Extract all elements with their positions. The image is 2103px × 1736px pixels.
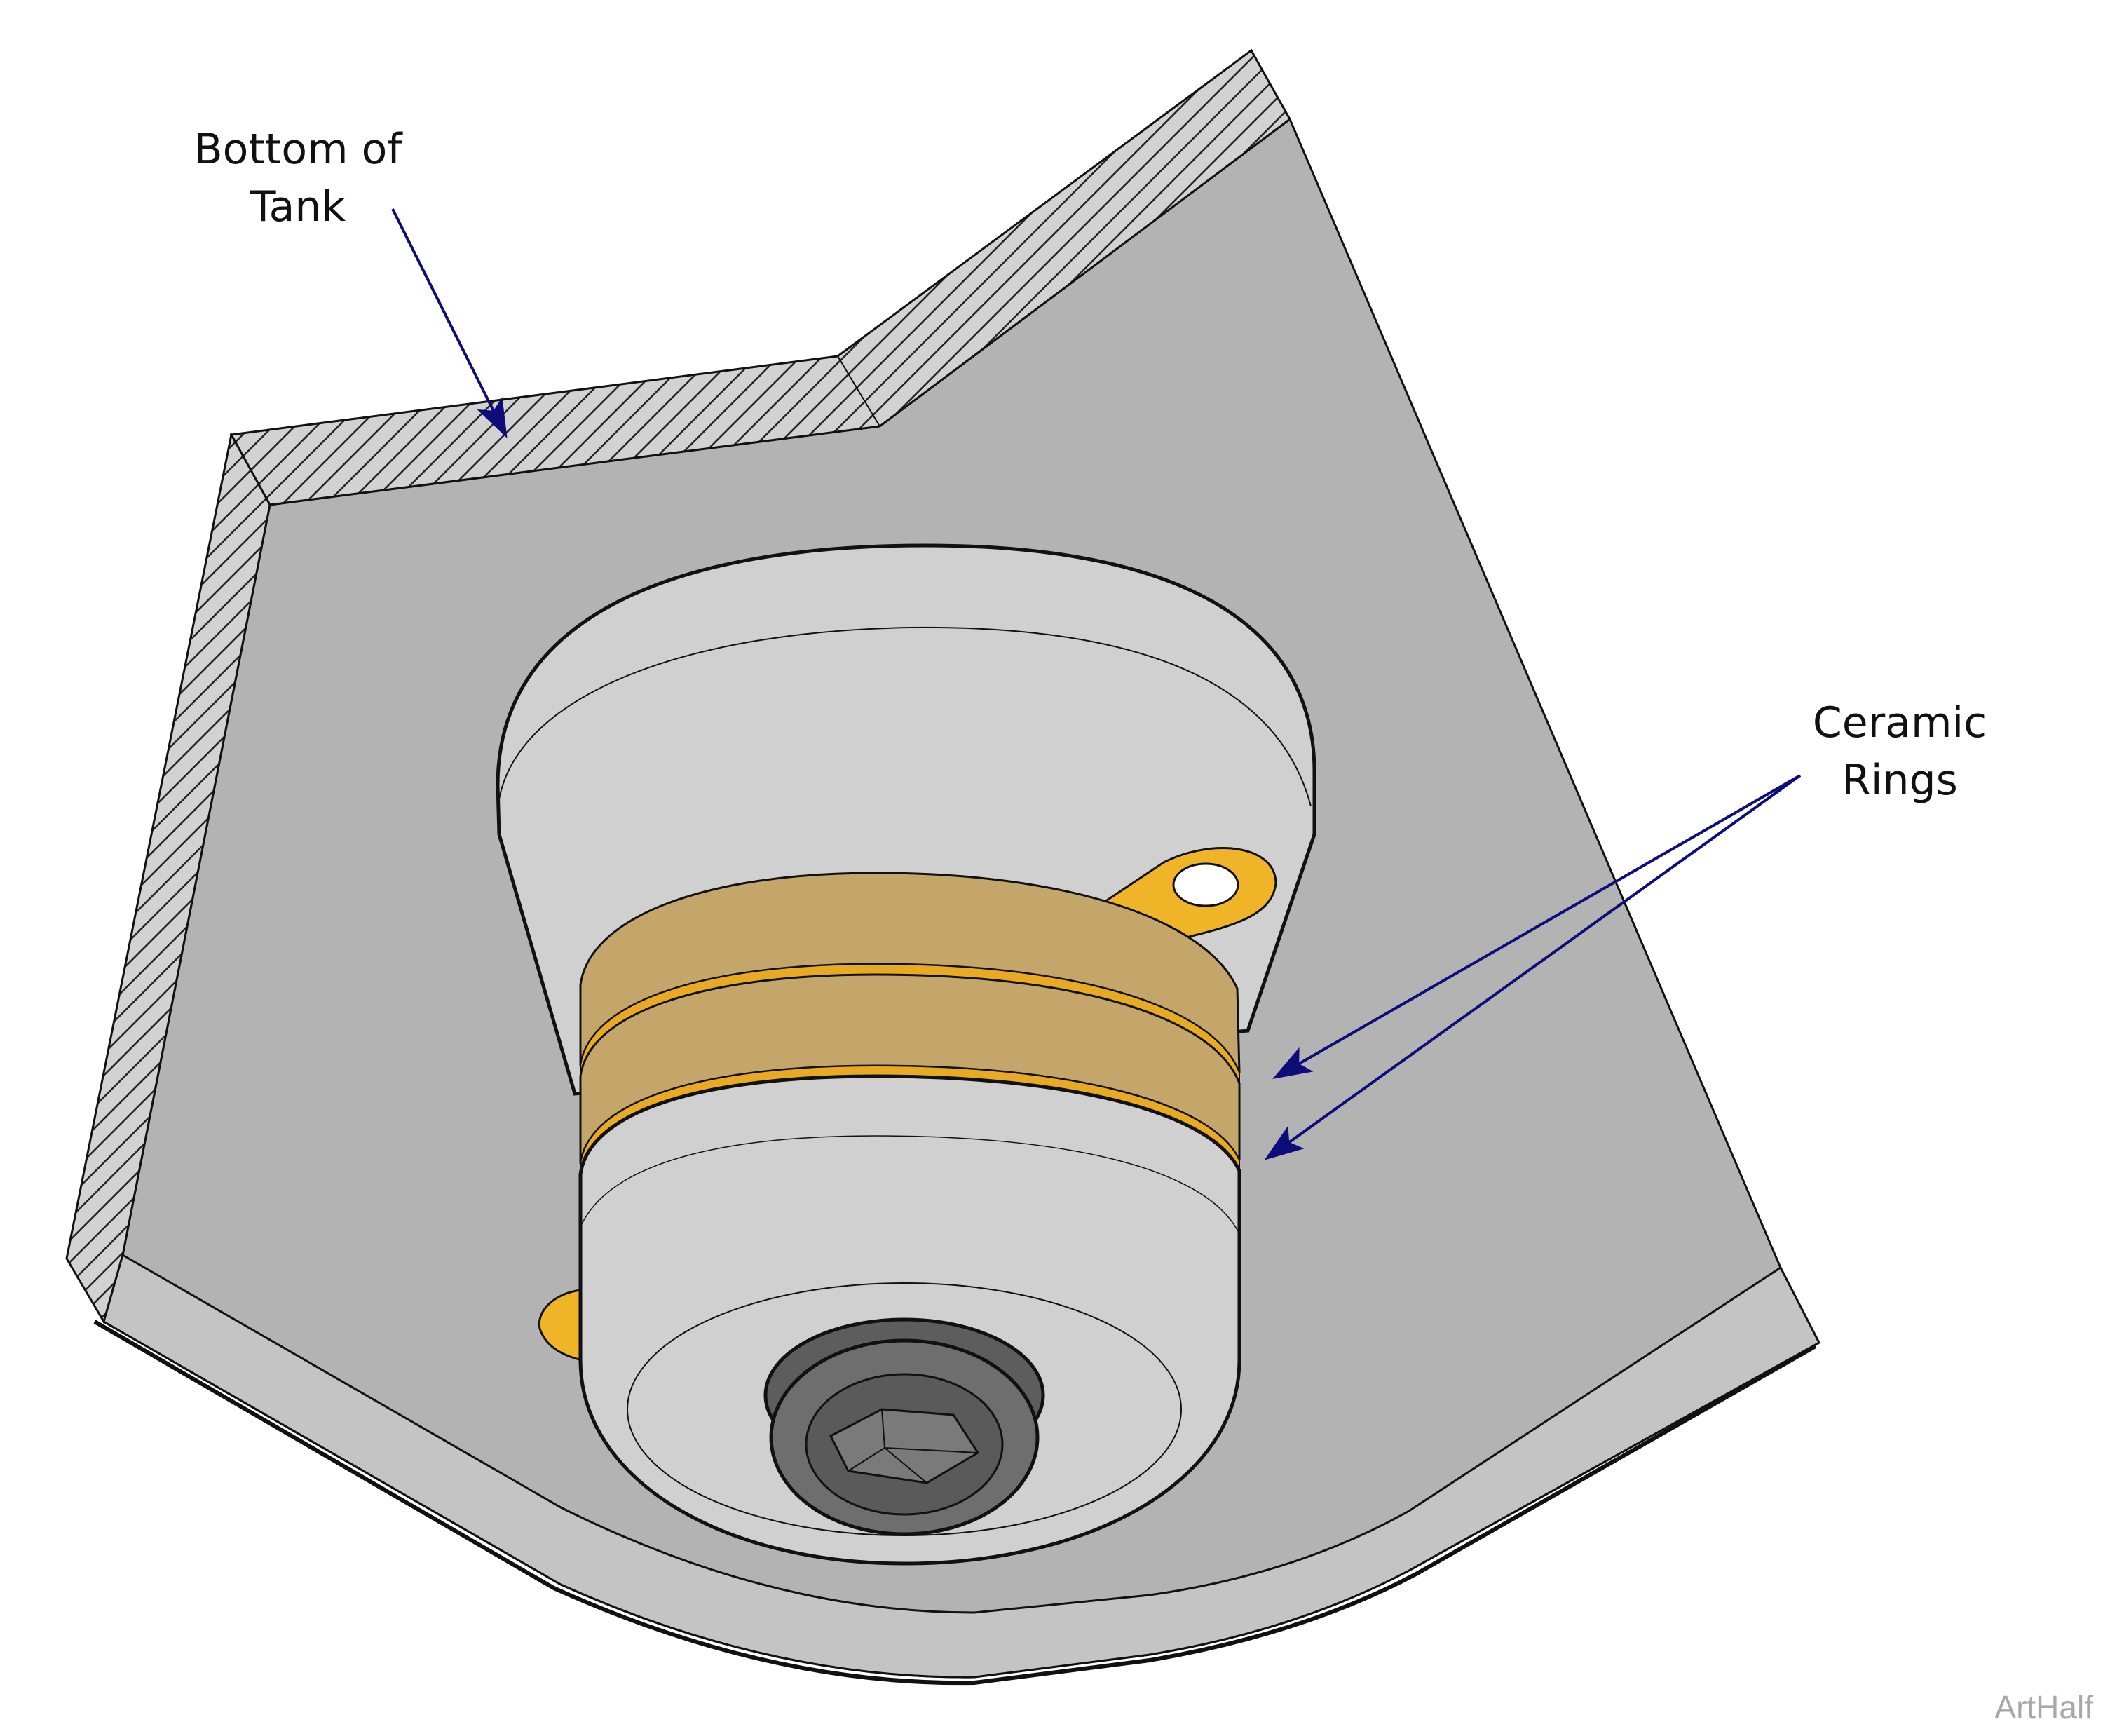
arrow-bottom-of-tank (391, 208, 508, 439)
label-ceramic-rings: Ceramic Rings (1812, 698, 1987, 805)
terminal-tab-lower (538, 1289, 583, 1362)
tank-front-rim (102, 1253, 1820, 1679)
arrow-ceramic-ring-lower (1264, 774, 1802, 1160)
watermark: ArtHalf (1994, 1689, 2093, 1725)
label-bottom-of-tank: Bottom of Tank (193, 125, 402, 231)
arrow-ceramic-ring-upper (1272, 774, 1801, 1079)
hex-socket-bolt-icon (763, 1317, 1045, 1536)
terminal-tab-hole (1172, 862, 1239, 907)
